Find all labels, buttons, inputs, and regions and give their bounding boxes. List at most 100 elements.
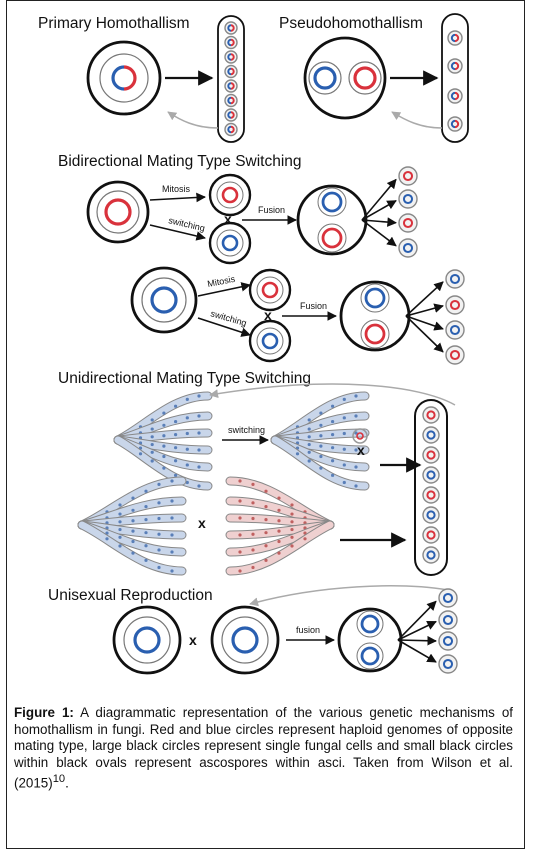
nucleus [216, 229, 244, 257]
ascus [217, 15, 245, 143]
hypha [226, 521, 334, 575]
switching-label: switching [209, 308, 247, 328]
hypha-nucleus [251, 516, 255, 521]
spore [224, 93, 238, 108]
hypha-nucleus [354, 414, 358, 418]
fusion-label: fusion [296, 625, 320, 635]
spore-genome-red [230, 111, 235, 119]
return-arrow [391, 111, 443, 129]
hypha-nucleus [290, 544, 294, 548]
hypha-nucleus [118, 503, 122, 507]
hypha-nucleus [144, 489, 148, 493]
hypha-nucleus [290, 512, 294, 516]
hypha-nucleus [144, 558, 148, 562]
hypha-nucleus [342, 480, 346, 485]
hypha-nucleus [319, 454, 323, 459]
hypha-nucleus [238, 499, 242, 503]
caption-end: . [65, 775, 69, 791]
hypha-nucleus [251, 501, 255, 505]
spore-genome [402, 193, 414, 205]
hypha-nucleus [238, 479, 242, 483]
hypha-nucleus [307, 459, 311, 463]
spore-genome [402, 217, 414, 229]
hypha-nucleus [157, 532, 161, 536]
hypha-nucleus [307, 442, 311, 447]
ascospores [447, 30, 463, 132]
hyphae-blue [113, 391, 213, 491]
hypha-nucleus [251, 482, 255, 486]
hypha-nucleus [185, 416, 189, 420]
spore-genome [426, 510, 436, 520]
hypha-nucleus [277, 519, 281, 523]
switched-spore [352, 428, 368, 444]
spore-genome-blue [450, 33, 456, 43]
hypha-nucleus [170, 479, 174, 483]
hypha-nucleus [174, 473, 178, 477]
spore-genome [402, 242, 414, 254]
nucleus [216, 181, 244, 209]
hypha-nucleus [238, 550, 242, 554]
hypha-nucleus [264, 558, 268, 562]
return-arrow [209, 383, 456, 406]
spore [438, 588, 458, 608]
hypha-nucleus [319, 466, 323, 470]
spore-genome-blue [450, 61, 456, 71]
hypha-nucleus [118, 512, 122, 516]
spore-genome [426, 550, 436, 560]
arrow [405, 281, 444, 317]
spore [445, 269, 465, 289]
hypha-nucleus [174, 404, 178, 408]
progeny-spores [405, 269, 465, 365]
hypha-nucleus [174, 433, 178, 437]
spore [398, 189, 418, 209]
hypha-nucleus [331, 473, 335, 477]
nucleus [256, 327, 284, 355]
title-unidirectional-switching: Unidirectional Mating Type Switching [58, 370, 311, 387]
spore-genome-red [230, 125, 235, 134]
hypha-nucleus [264, 518, 268, 522]
arrow [397, 600, 437, 641]
blue-genome [150, 286, 178, 314]
arrow [405, 315, 444, 353]
figure-frame [6, 0, 525, 849]
spore-genome-blue [450, 119, 456, 129]
hypha-nucleus [303, 537, 307, 541]
mating-cross: x [264, 307, 272, 323]
title-pseudohomothallism: Pseudohomothallism [279, 15, 423, 32]
arrow [405, 315, 444, 331]
hypha-nucleus [144, 544, 148, 548]
hypha-nucleus [144, 504, 148, 509]
nucleus [360, 319, 390, 349]
hypha-nucleus [331, 446, 335, 450]
spore-genome-blue [227, 24, 232, 32]
hypha-nucleus [277, 539, 281, 544]
spore-genome-red [454, 119, 460, 129]
arrow [361, 178, 397, 221]
spore-genome-red [230, 67, 235, 76]
hypha-nucleus [251, 565, 255, 570]
arrow [397, 620, 437, 641]
figure-label: Figure 1: [14, 705, 74, 720]
hypha-nucleus [144, 518, 148, 522]
hypha-nucleus [238, 569, 242, 573]
hypha-nucleus [319, 411, 323, 415]
hypha-nucleus [131, 539, 135, 544]
hypha-nucleus [197, 448, 201, 452]
hyphae-blue [77, 476, 187, 576]
arrow [361, 199, 397, 221]
blue-genome [231, 626, 259, 654]
spore [422, 466, 440, 484]
hypha-nucleus [162, 411, 166, 415]
spore-genome-blue [450, 91, 456, 101]
hypha-nucleus [342, 397, 346, 401]
spore-genome-red [230, 24, 235, 32]
spore-genome [426, 470, 436, 480]
hypha-nucleus [342, 463, 346, 467]
fusion-label: Fusion [258, 205, 285, 215]
hypha-nucleus [264, 504, 268, 509]
fungal-cell [112, 605, 182, 675]
spore-genome [426, 430, 436, 440]
hypha-nucleus [264, 544, 268, 548]
spore [224, 35, 238, 50]
spore-genome-red [454, 61, 460, 71]
